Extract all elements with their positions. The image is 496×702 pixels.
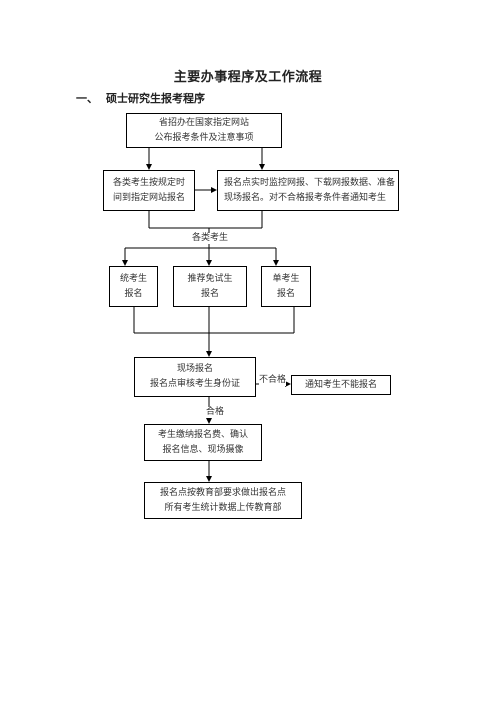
recommended-box: 推荐免试生 报名 <box>173 266 247 307</box>
all-candidates-label: 各类考生 <box>192 233 229 244</box>
single-exam-box: 单考生 报名 <box>261 266 311 307</box>
page-title: 主要办事程序及工作流程 <box>173 70 323 85</box>
register-online-box: 各类考生按规定时 间到指定网站报名 <box>103 170 195 211</box>
section-heading: 一、硕士研究生报考程序 <box>76 90 205 106</box>
unified-exam-box: 统考生 报名 <box>109 266 158 307</box>
section-number: 一、 <box>76 92 98 105</box>
fee-box: 考生缴纳报名费、确认 报名信息、现场摄像 <box>144 424 262 461</box>
upload-box: 报名点按教育部要求做出报名点 所有考生统计数据上传教育部 <box>144 482 302 519</box>
fail-label: 不合格 <box>259 375 287 386</box>
onsite-box: 现场报名 报名点审核考生身份证 <box>134 357 256 397</box>
pass-label: 合格 <box>206 407 225 418</box>
section-title: 硕士研究生报考程序 <box>106 92 205 105</box>
publish-box: 省招办在国家指定网站 公布报考条件及注意事项 <box>126 113 282 148</box>
monitor-box: 报名点实时监控网报、下载网报数据、准备 现场报名。对不合格报考条件者通知考生 <box>217 170 399 211</box>
notify-fail-box: 通知考生不能报名 <box>291 375 391 395</box>
